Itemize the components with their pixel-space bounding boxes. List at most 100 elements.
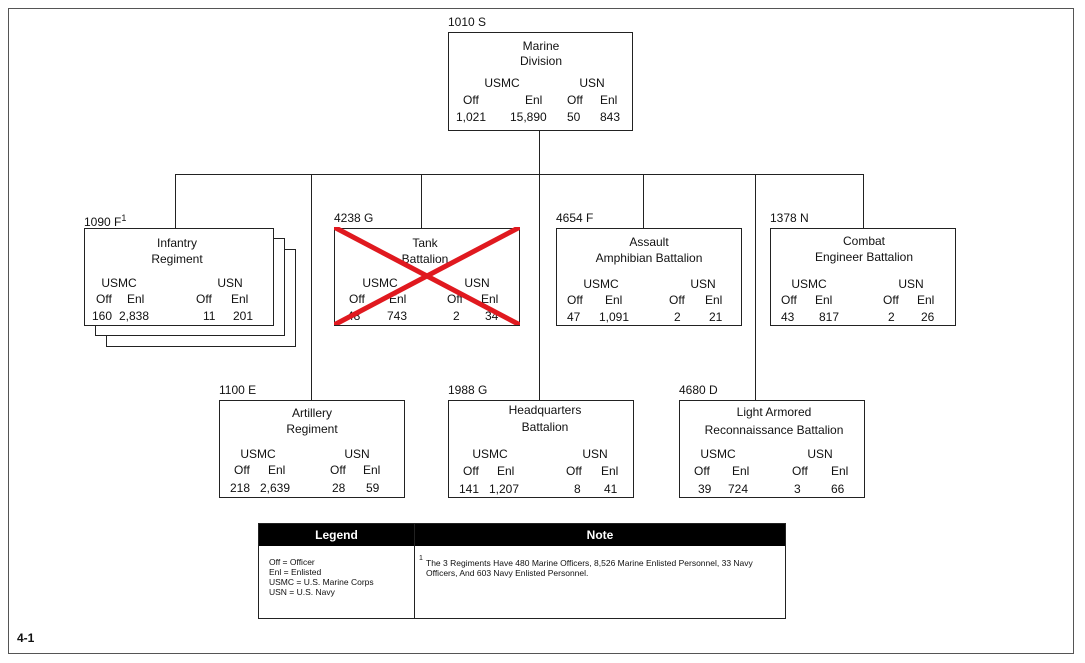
usn-label: USN (690, 277, 716, 291)
usn-enl-value: 41 (604, 482, 618, 496)
enl-label: Enl (497, 464, 515, 478)
unit-name-line1: Light Armored (736, 405, 812, 419)
unit-box-infantry: Infantry Regiment USMC USN Off Enl Off E… (84, 228, 274, 326)
usmc-label: USMC (700, 447, 736, 461)
usn-off-label: Off (883, 293, 899, 307)
usn-off-label: Off (792, 464, 808, 478)
unit-name-line2: Engineer Battalion (814, 250, 914, 264)
unit-code-assault: 4654 F (556, 211, 594, 225)
connector-artillery (311, 174, 312, 400)
connector-engineer (863, 174, 864, 228)
usn-off-label: Off (330, 463, 346, 477)
division-usmc-label: USMC (484, 76, 520, 90)
usmc-enl-value: 1,207 (489, 482, 520, 496)
unit-box-engineer: Combat Engineer Battalion USMC USN Off E… (770, 228, 956, 326)
unit-code-infantry: 1090 F1 (84, 213, 127, 229)
note-body: 1 The 3 Regiments Have 480 Marine Office… (419, 555, 759, 578)
division-off-label: Off (463, 93, 479, 107)
off-label: Off (781, 293, 797, 307)
usmc-off-value: 43 (781, 310, 795, 324)
off-label: Off (567, 293, 583, 307)
usmc-enl-value: 2,639 (260, 481, 291, 495)
unit-name-line2: Battalion (521, 420, 569, 434)
division-usn-enl-label: Enl (600, 93, 618, 107)
usn-label: USN (898, 277, 924, 291)
usmc-label: USMC (101, 276, 137, 290)
enl-label: Enl (127, 292, 145, 306)
usn-enl-label: Enl (705, 293, 723, 307)
usn-enl-value: 59 (366, 481, 380, 495)
legend-item-off: Off = Officer (269, 557, 315, 567)
usmc-enl-value: 724 (728, 482, 749, 496)
usmc-off-value: 48 (347, 309, 361, 323)
note-text: The 3 Regiments Have 480 Marine Officers… (426, 558, 753, 578)
connector-division-down (539, 131, 540, 174)
off-label: Off (463, 464, 479, 478)
usmc-label: USMC (791, 277, 827, 291)
unit-code-engineer: 1378 N (770, 211, 809, 225)
usmc-label: USMC (472, 447, 508, 461)
unit-code-headquarters: 1988 G (448, 383, 488, 397)
note-header: Note (415, 524, 785, 546)
division-code: 1010 S (448, 15, 487, 29)
usn-enl-label: Enl (917, 293, 935, 307)
usmc-off-value: 39 (698, 482, 712, 496)
usn-enl-value: 201 (233, 309, 254, 323)
enl-label: Enl (389, 292, 407, 306)
usn-enl-label: Enl (231, 292, 249, 306)
usmc-label: USMC (362, 276, 398, 290)
figure-frame (8, 8, 1074, 654)
unit-box-artillery: Artillery Regiment USMC USN Off Enl Off … (219, 400, 405, 498)
off-label: Off (349, 292, 365, 306)
unit-code-artillery: 1100 E (219, 383, 257, 397)
legend-item-usn: USN = U.S. Navy (269, 587, 335, 597)
off-label: Off (694, 464, 710, 478)
enl-label: Enl (605, 293, 623, 307)
usn-label: USN (217, 276, 243, 290)
unit-name-line1: Tank (412, 236, 438, 250)
usmc-label: USMC (240, 447, 276, 461)
figure-number: 4-1 (17, 631, 35, 645)
usmc-enl-value: 1,091 (599, 310, 630, 324)
unit-name-line1: Assault (629, 235, 669, 249)
division-usn-label: USN (579, 76, 605, 90)
usn-off-value: 8 (574, 482, 581, 496)
off-label: Off (234, 463, 250, 477)
connector-headquarters (539, 174, 540, 400)
usn-off-value: 11 (203, 309, 216, 323)
connector-infantry (175, 174, 176, 228)
usn-enl-label: Enl (831, 464, 849, 478)
usmc-enl-value: 817 (819, 310, 840, 324)
connector-horizontal-bus (175, 174, 864, 175)
unit-box-light-armored: Light Armored Reconnaissance Battalion U… (679, 400, 865, 498)
unit-name-line1: Infantry (156, 236, 198, 250)
usn-enl-value: 66 (831, 482, 845, 496)
division-name-line2: Division (519, 54, 563, 68)
usn-label: USN (464, 276, 490, 290)
connector-assault (643, 174, 644, 228)
usn-enl-value: 26 (921, 310, 935, 324)
division-name-line1: Marine (522, 39, 560, 53)
connector-light-armored (755, 174, 756, 400)
usn-enl-label: Enl (481, 292, 499, 306)
unit-code-light-armored: 4680 D (679, 383, 718, 397)
usn-label: USN (807, 447, 833, 461)
usn-off-label: Off (669, 293, 685, 307)
legend-note-table: Legend Note Off = Officer Enl = Enlisted… (258, 523, 786, 619)
unit-name-line2: Battalion (401, 252, 449, 266)
usn-off-label: Off (196, 292, 212, 306)
unit-box-assault: Assault Amphibian Battalion USMC USN Off… (556, 228, 742, 326)
legend-header: Legend (259, 524, 414, 546)
unit-name-line2: Regiment (286, 422, 338, 436)
division-enl-label: Enl (525, 93, 543, 107)
usmc-off-value: 47 (567, 310, 581, 324)
usn-enl-label: Enl (601, 464, 619, 478)
usn-off-label: Off (447, 292, 463, 306)
legend-items: Off = Officer Enl = Enlisted USMC = U.S.… (269, 557, 409, 597)
usn-off-value: 2 (453, 309, 460, 323)
usn-label: USN (344, 447, 370, 461)
usmc-enl-value: 2,838 (119, 309, 150, 323)
usn-enl-value: 34 (485, 309, 499, 323)
unit-name-line2: Regiment (151, 252, 203, 266)
note-marker: 1 (419, 555, 423, 562)
